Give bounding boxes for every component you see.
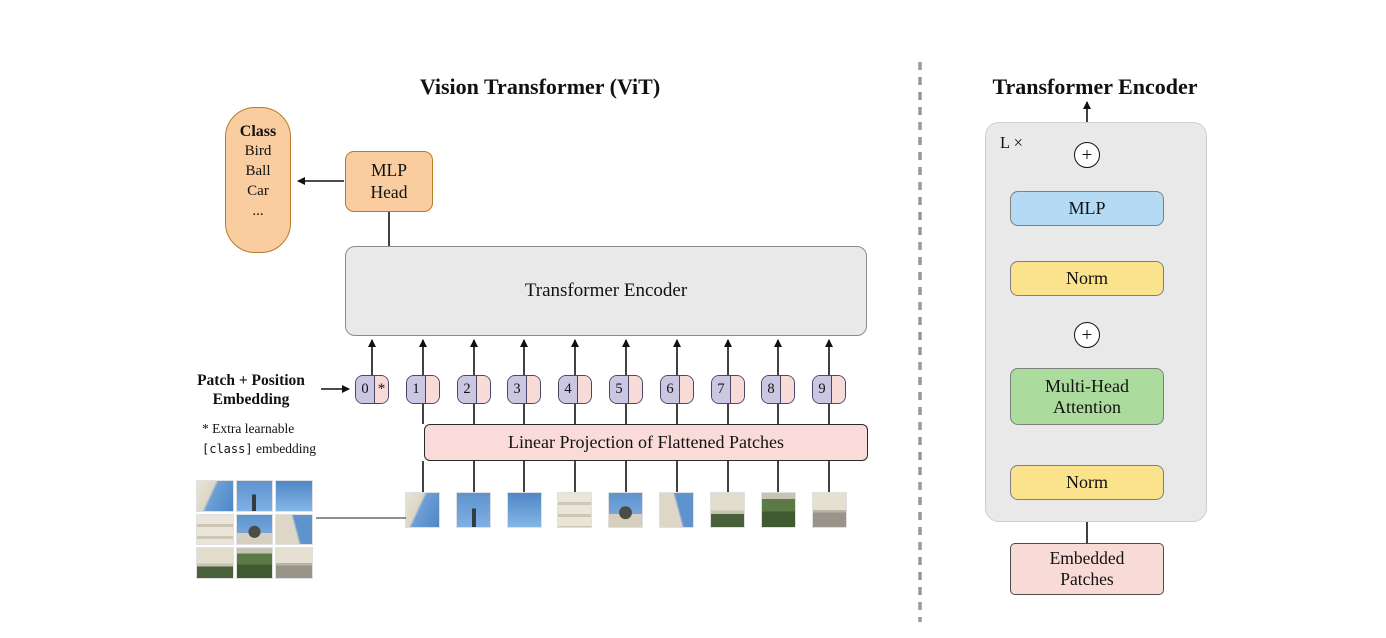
left-diagram-title: Vision Transformer (ViT) [419,74,661,99]
embedding-token-1: 1 [406,375,440,404]
token-position-label: 5 [610,376,629,403]
token-position-label: 9 [813,376,832,403]
grid-patch [275,513,313,546]
linear-projection-label: Linear Projection of Flattened Patches [508,432,784,452]
token-position-label: 7 [712,376,731,403]
flattened-patch-7 [710,492,745,528]
embedding-token-7: 7 [711,375,745,404]
repeat-count-label: L × [1000,133,1023,152]
token-to-encoder-arrows [368,339,833,375]
token-patch [527,376,540,403]
mlp-head-box: MLP Head [345,151,433,212]
embedding-token-0: 0 * [355,375,389,404]
encoder-block-container [985,122,1207,522]
grid-patch [196,480,234,512]
grid-patch [235,480,274,512]
flattened-patch-2 [456,492,491,528]
grid-patch [275,547,313,579]
flattened-patch-1 [405,492,440,528]
class-item: Bird [244,143,272,160]
token-patch [578,376,591,403]
norm-box-bottom: Norm [1010,465,1164,500]
flattened-patch-4 [557,492,592,528]
residual-add-circle-1: + [1074,322,1100,348]
token-position-label: 6 [661,376,680,403]
grid-patch [235,513,274,546]
token-position-label: 2 [458,376,477,403]
embedding-token-8: 8 [761,375,795,404]
flattened-patch-6 [659,492,694,528]
mlp-head-label-line2: Head [370,181,408,202]
flattened-patch-5 [608,492,643,528]
flattened-patch-9 [812,492,847,528]
flattened-patch-3 [507,492,542,528]
projection-to-patch-lines [422,461,830,492]
token-patch [680,376,693,403]
residual-add-circle-2: + [1074,142,1100,168]
transformer-encoder-label: Transformer Encoder [524,280,688,301]
token-patch [426,376,439,403]
class-token-code: [class] [202,442,253,457]
embedding-token-9: 9 [812,375,846,404]
source-image-patch-grid [196,480,313,579]
grid-patch [235,547,274,579]
token-patch [781,376,794,403]
mlp-box: MLP [1010,191,1164,226]
token-patch [477,376,490,403]
class-token-patch: * [375,376,388,403]
transformer-encoder-box: Transformer Encoder [345,246,867,336]
class-item: Ball [245,162,271,179]
norm-box-top: Norm [1010,261,1164,296]
token-to-projection-lines [422,404,830,424]
token-patch [629,376,642,403]
patch-position-embedding-label: Patch + Position Embedding [197,372,305,408]
embedding-token-5: 5 [609,375,643,404]
embedded-patches-box: Embedded Patches [1010,543,1164,595]
mlp-head-label-line1: MLP [371,159,407,180]
token-position-label: 4 [559,376,578,403]
token-patch [832,376,845,403]
embedding-token-6: 6 [660,375,694,404]
grid-patch [275,480,313,512]
token-position-label: 0 [356,376,375,403]
token-position-label: 1 [407,376,426,403]
token-patch [731,376,744,403]
embedding-token-4: 4 [558,375,592,404]
grid-patch [196,547,234,579]
class-embedding-note: * Extra learnable [class] embedding [202,421,316,457]
linear-projection-box: Linear Projection of Flattened Patches [424,424,868,461]
class-label: Class [239,123,277,140]
class-output-bubble: Class Bird Ball Car ... [225,107,291,253]
multi-head-attention-box: Multi-Head Attention [1010,368,1164,425]
embedding-token-3: 3 [507,375,541,404]
class-item-ellipsis: ... [252,202,264,219]
embedding-token-2: 2 [457,375,491,404]
grid-patch [196,513,234,546]
token-position-label: 3 [508,376,527,403]
right-diagram-title: Transformer Encoder [992,74,1198,99]
token-position-label: 8 [762,376,781,403]
class-item: Car [247,182,269,199]
flattened-patch-8 [761,492,796,528]
